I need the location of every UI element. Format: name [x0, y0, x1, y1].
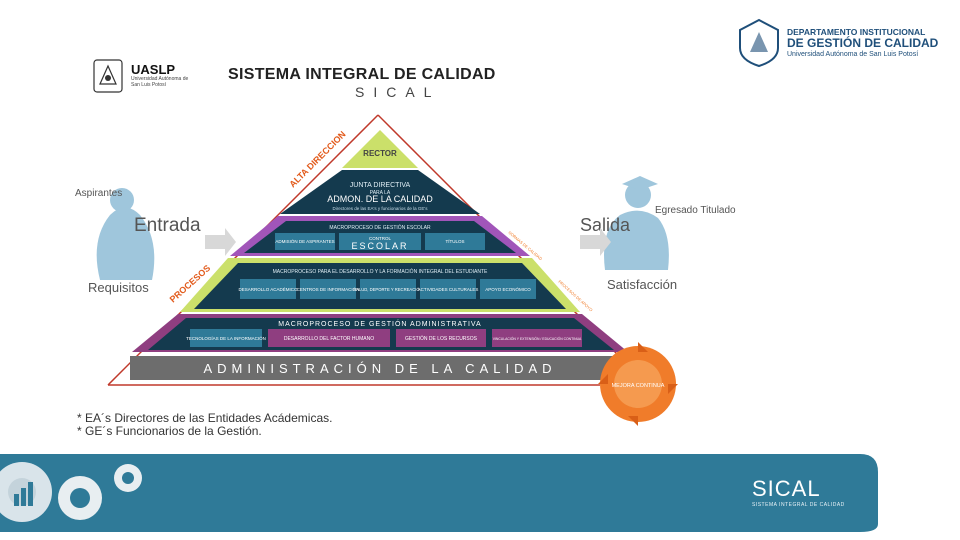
page-title: SISTEMA INTEGRAL DE CALIDAD	[228, 66, 496, 83]
aspirantes-label: Aspirantes	[75, 188, 122, 199]
admin-item-1	[190, 329, 262, 347]
footer-tagline: SISTEMA INTEGRAL DE CALIDAD	[752, 502, 845, 508]
junta-layer	[280, 170, 480, 214]
desarrollo-item-3	[360, 279, 416, 299]
uaslp-shield-logo	[93, 59, 123, 93]
admin-item-2-label: DESARROLLO DEL FACTOR HUMANO	[284, 336, 374, 342]
exit-arrow-icon	[580, 228, 611, 256]
dept-name-line3: Universidad Autónoma de San Luis Potosí	[787, 51, 919, 58]
entrada-label: Entrada	[134, 215, 201, 236]
desarrollo-item-4-label: ACTIVIDADES CULTURALES	[418, 287, 479, 292]
footer-sical-logo: SICAL	[752, 476, 821, 501]
gear-icon-3	[114, 464, 142, 492]
rector-layer	[342, 130, 418, 168]
escolar-header: MACROPROCESO DE GESTIÓN ESCOLAR	[329, 224, 431, 231]
mejora-continua-label: MEJORA CONTINUA	[612, 383, 665, 389]
admin-item-4-label: VINCULACIÓN Y EXTENSIÓN / EDUCACIÓN CONT…	[493, 336, 582, 341]
base-label: ADMINISTRACIÓN DE LA CALIDAD	[203, 361, 556, 376]
desarrollo-item-5	[480, 279, 536, 299]
egresado-label: Egresado Titulado	[655, 205, 736, 216]
escolar-titulos-label: TÍTULOS	[445, 238, 464, 244]
desarrollo-item-4	[420, 279, 476, 299]
junta-line1: JUNTA DIRECTIVA	[350, 182, 411, 189]
pyramid-diagram: Aspirantes Entrada Requisitos Egresado T…	[75, 114, 736, 426]
admin-item-2	[268, 329, 390, 347]
gear-icon-2	[58, 476, 102, 520]
salida-label: Salida	[580, 215, 631, 235]
escolar-control-box	[339, 233, 421, 250]
escolar-control-label: CONTROL	[369, 236, 391, 241]
admin-item-3-label: GESTIÓN DE LOS RECURSOS	[405, 335, 478, 342]
uaslp-subtitle: Universidad Autónoma de San Luis Potosí	[131, 76, 189, 88]
escolar-admision-label: ADMISIÓN DE ASPIRANTES	[275, 238, 334, 244]
base-layer	[130, 356, 630, 380]
admin-item-4	[492, 329, 582, 347]
footer-banner	[0, 450, 960, 540]
desarrollo-header: MACROPROCESO PARA EL DESARROLLO Y LA FOR…	[273, 268, 488, 275]
escolar-admision-box	[275, 233, 335, 250]
satisfaccion-label: Satisfacción	[607, 277, 677, 292]
escolar-escolar-label: ESCOLAR	[351, 241, 408, 251]
admin-item-1-label: TECNOLOGÍAS DE LA INFORMACIÓN	[186, 335, 266, 341]
dept-name-line2: DE GESTIÓN DE CALIDAD	[787, 36, 939, 50]
uaslp-name: UASLP	[131, 62, 176, 77]
rector-label: RECTOR	[363, 149, 397, 158]
escolar-titulos-box	[425, 233, 485, 250]
junta-line2: PARA LA	[370, 190, 391, 196]
junta-line3: ADMON. DE LA CALIDAD	[327, 194, 433, 204]
requisitos-label: Requisitos	[88, 280, 149, 295]
junta-line4: Directores de las EA's y funcionarios de…	[332, 206, 428, 211]
bar-chart-icon	[14, 482, 33, 506]
desarrollo-item-2-label: CENTROS DE INFORMACIÓN	[297, 286, 360, 292]
footnotes: * EA´s Directores de las Entidades Acáde…	[77, 412, 332, 438]
aspirant-figure	[96, 188, 155, 280]
page-subtitle: SICAL	[355, 84, 441, 100]
desarrollo-item-5-label: APOYO ECONÓMICO	[485, 286, 531, 292]
desarrollo-item-1-label: DESARROLLO ACADÉMICO	[238, 286, 298, 292]
administrativa-header: MACROPROCESO DE GESTIÓN ADMINISTRATIVA	[278, 319, 481, 328]
graduate-figure	[604, 176, 669, 270]
desarrollo-item-1	[240, 279, 296, 299]
footnote-1: * EA´s Directores de las Entidades Acáde…	[77, 411, 333, 425]
footnote-2: * GE´s Funcionarios de la Gestión.	[77, 424, 262, 438]
entry-arrow-icon	[205, 228, 236, 256]
admin-item-3	[396, 329, 486, 347]
desarrollo-item-2	[300, 279, 356, 299]
desarrollo-item-3-label: SALUD, DEPORTE Y RECREACIÓN	[353, 287, 422, 292]
mejora-continua-cycle	[598, 342, 678, 426]
dept-name-line1: DEPARTAMENTO INSTITUCIONAL	[787, 27, 926, 37]
dept-shield-logo	[739, 18, 779, 68]
